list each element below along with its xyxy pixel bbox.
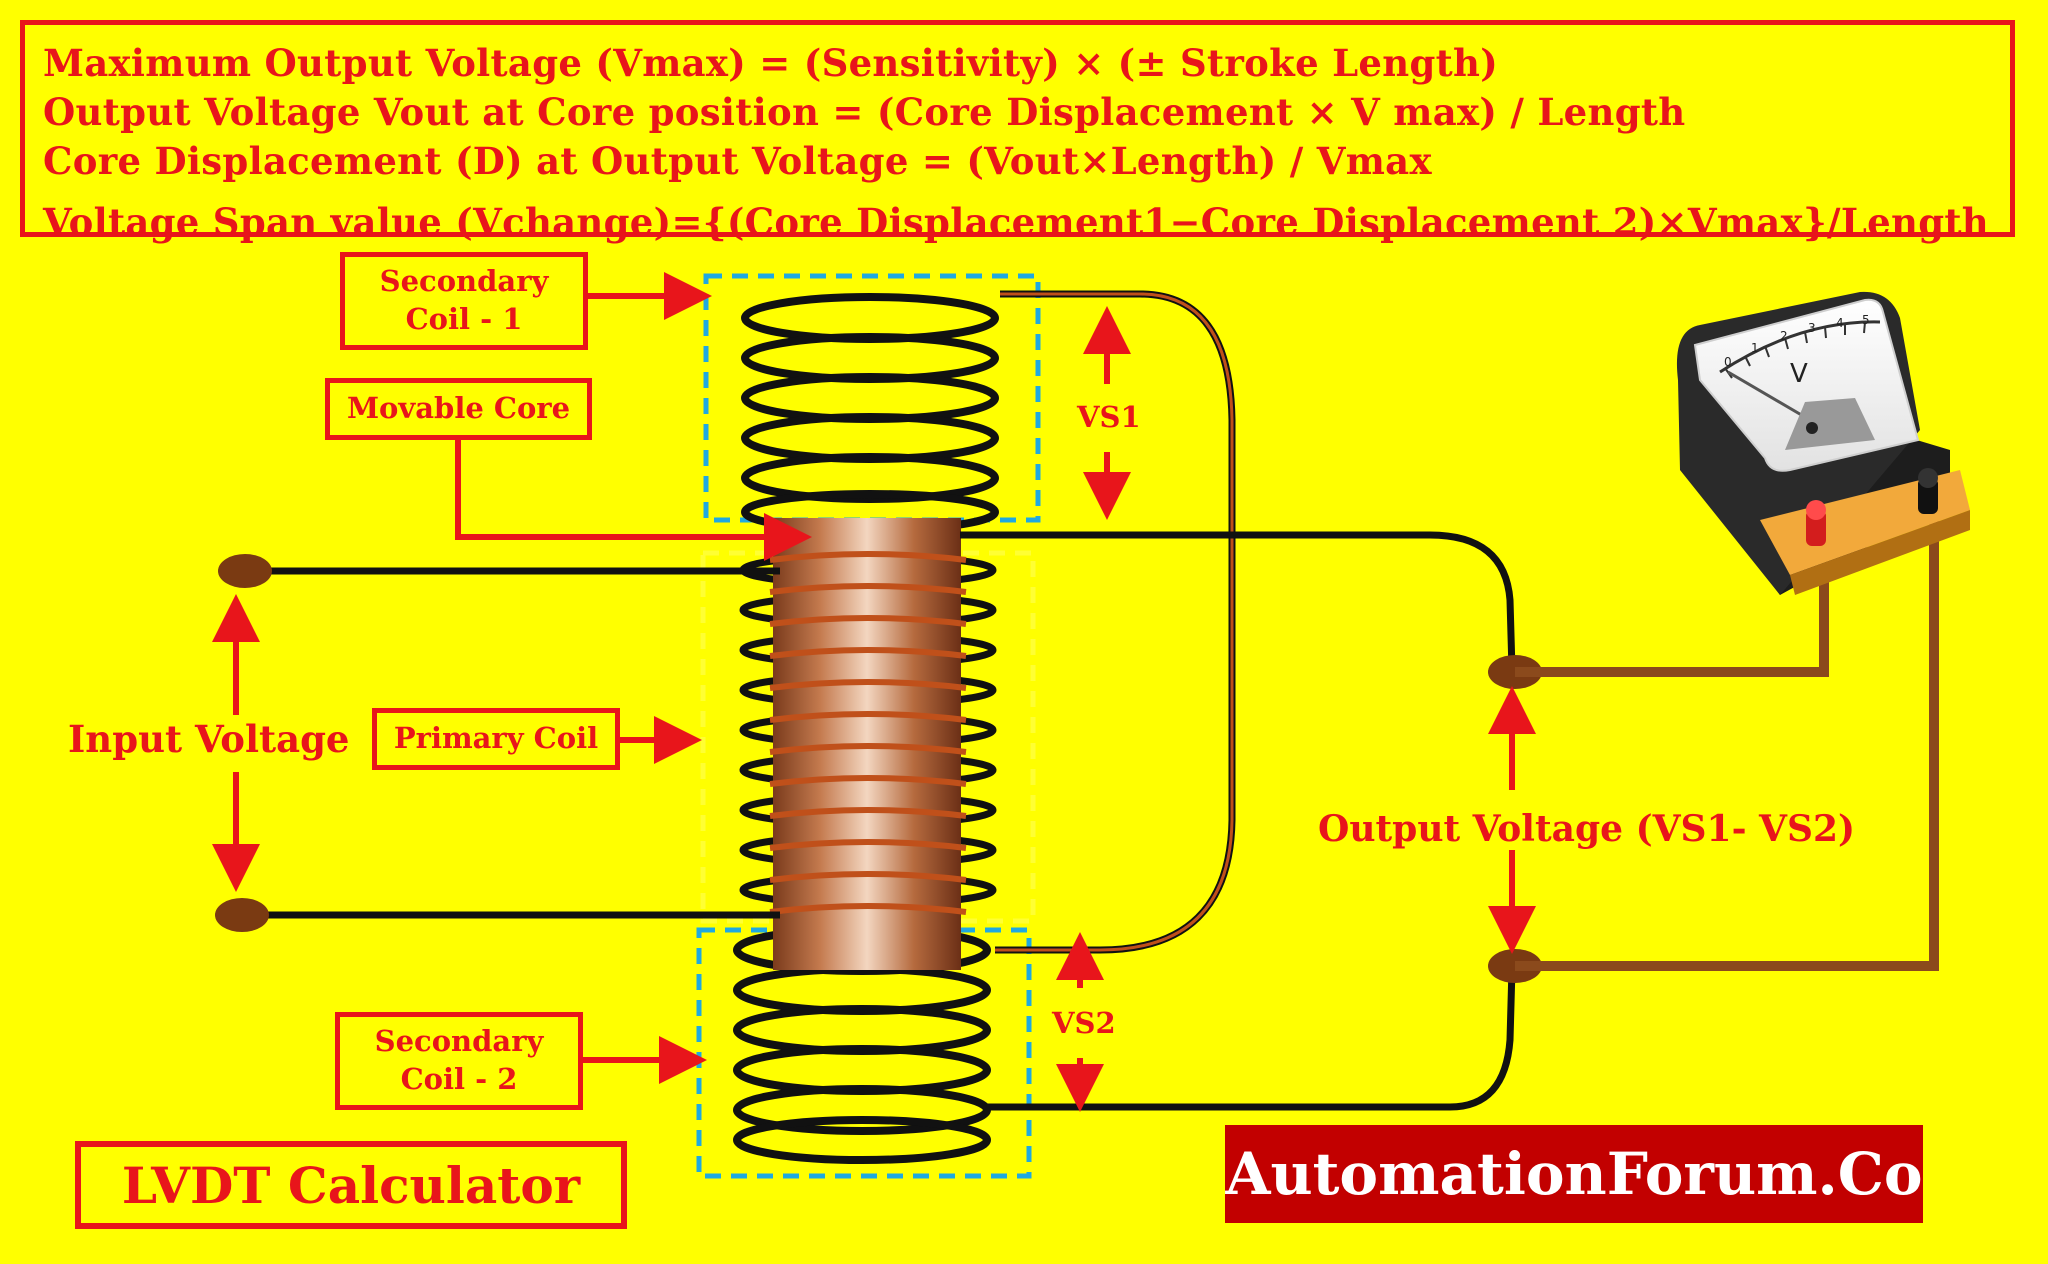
input-terminal-top <box>218 554 272 588</box>
meter-needle <box>1727 370 1811 422</box>
input-terminal-bottom <box>215 898 269 932</box>
voltmeter <box>1676 291 1970 595</box>
secondary-coil-1-label: Secondary Coil - 1 <box>340 252 588 350</box>
meter-scale-2: 2 <box>1780 329 1788 343</box>
meter-scale-3: 3 <box>1808 321 1816 335</box>
meter-scale-1: 1 <box>1751 341 1759 355</box>
meter-scale-0: 0 <box>1724 355 1732 369</box>
input-voltage-label: Input Voltage <box>68 717 350 761</box>
meter-terminal-red <box>1806 510 1826 546</box>
formula-voltage-span: Voltage Span value (Vchange)={(Core Disp… <box>43 200 1989 244</box>
secondary-coil-2-label-line1: Secondary <box>374 1024 544 1059</box>
secondary-coil-2-label: Secondary Coil - 2 <box>335 1012 583 1110</box>
movable-core-label: Movable Core <box>325 378 592 440</box>
output-voltage-text: Output Voltage <box>1318 808 1624 850</box>
formula-core-displacement: Core Displacement (D) at Output Voltage … <box>43 139 1432 183</box>
brand-banner: AutomationForum.Co <box>1225 1125 1923 1223</box>
output-wire-bottom <box>985 967 1516 1111</box>
secondary-coil-1-label-line2: Coil - 1 <box>405 302 523 336</box>
secondary-connecting-wire-copper <box>995 292 1234 952</box>
primary-coil-label: Primary Coil <box>372 708 620 770</box>
formula-vmax: Maximum Output Voltage (Vmax) = (Sensiti… <box>43 41 1499 85</box>
meter-terminal-black <box>1918 478 1938 514</box>
vs2-label: VS2 <box>1052 1006 1116 1040</box>
secondary-coil-2-label-line2: Coil - 2 <box>400 1062 518 1096</box>
meter-scale-4: 4 <box>1836 316 1844 330</box>
output-wire-top <box>960 531 1516 671</box>
primary-coil-label-text: Primary Coil <box>393 721 599 756</box>
page-title: LVDT Calculator <box>75 1141 627 1229</box>
secondary-coil-1-windings <box>741 293 999 534</box>
meter-scale-5: 5 <box>1862 313 1870 327</box>
meter-wire-negative <box>1515 490 1939 971</box>
secondary-coil-1-label-line1: Secondary <box>379 264 549 299</box>
output-voltage-label: Output Voltage (VS1- VS2) <box>1318 808 1855 850</box>
movable-core-label-text: Movable Core <box>346 391 571 426</box>
meter-unit-label: V <box>1790 359 1808 389</box>
output-voltage-formula: (VS1- VS2) <box>1635 808 1856 850</box>
copper-windings <box>769 551 967 915</box>
arrow-movable-core <box>455 438 812 561</box>
brand-text: AutomationForum.Co <box>1225 1140 1923 1208</box>
formula-box: Maximum Output Voltage (Vmax) = (Sensiti… <box>20 20 2015 244</box>
formula-vout: Output Voltage Vout at Core position = (… <box>43 90 1686 134</box>
vs1-label: VS1 <box>1077 400 1141 434</box>
page-title-text: LVDT Calculator <box>121 1155 581 1215</box>
